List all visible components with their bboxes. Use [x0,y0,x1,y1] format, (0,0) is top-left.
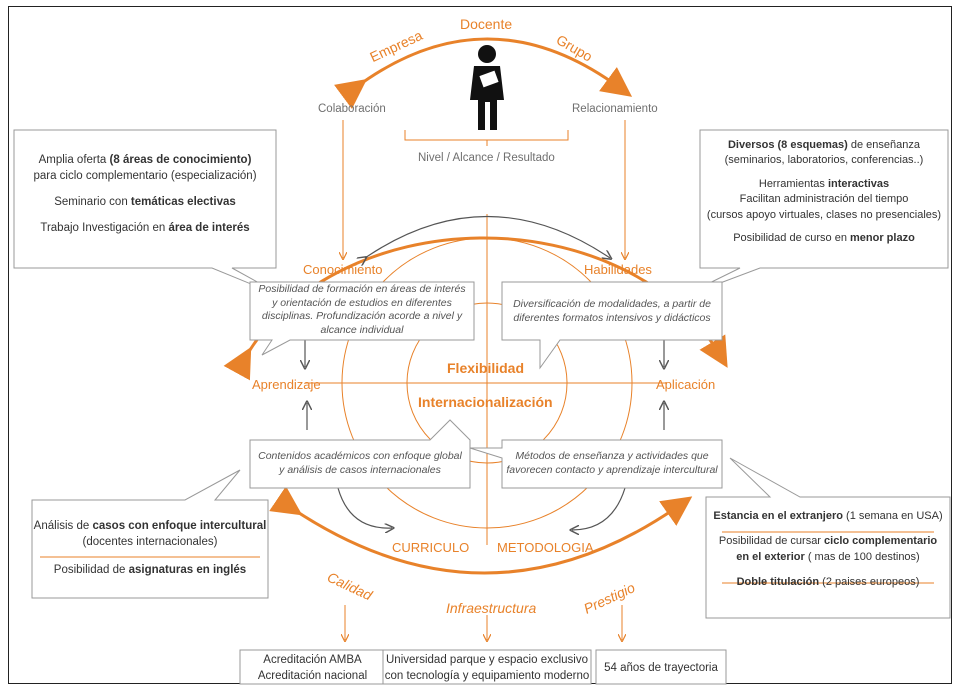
curriculo-label: CURRICULO [392,540,470,555]
flexibilidad-label: Flexibilidad [447,360,525,376]
prestigio-box-text: 54 años de trayectoria [604,662,718,674]
metodologia-label: METODOLOGIA [497,540,594,555]
inner-callout-bl [249,419,471,489]
relacionamiento-label: Relacionamiento [572,103,658,115]
infraestructura-box [382,649,592,685]
docente-label: Docente [460,16,513,32]
callout-bottom-left [31,469,269,599]
inner-callout-tr-text: Diversificación de modalidades, a partir… [513,298,711,325]
callout-top-right-text: Diversos (8 esquemas) de enseñanza (semi… [706,139,942,244]
inner-callout-tr [501,281,723,370]
docente-arc [334,37,633,109]
callout-top-left-text: Amplia oferta (8 áreas de conocimiento) … [33,154,257,235]
bottom-arc [269,486,693,575]
inner-callout-tl-text: Posibilidad de formación en áreas de int… [258,283,466,336]
colaboracion-label: Colaboración [318,103,386,115]
inner-callout-tl [249,281,475,356]
infraestructura-box-text: Universidad parque y espacio exclusivo c… [384,654,590,683]
internacionalizacion-label: Internacionalización [418,394,553,410]
aprendizaje-label: Aprendizaje [252,377,321,392]
nivel-bracket [404,130,569,141]
inner-callout-bl-text: Contenidos académicos con enfoque global… [258,450,462,477]
callout-bottom-right-text: Estancia en el extranjero (1 semana en U… [713,510,943,589]
calidad-box-text: Acreditación AMBA Acreditación nacional [257,654,368,683]
curriculo-arrow [337,487,392,528]
metodologia-arrow [572,487,626,530]
teacher-icon [470,45,504,130]
prestigio-box [595,649,727,685]
inner-callout-br [469,439,723,489]
aplicacion-label: Aplicación [656,377,716,392]
infraestructura-label: Infraestructura [446,600,537,616]
conocimiento-label: Conocimiento [303,262,383,277]
callout-bottom-left-text: Análisis de casos con enfoque intercultu… [33,520,267,577]
calidad-box [239,649,386,685]
inner-callout-br-text: Métodos de enseñanza y actividades que f… [506,450,718,477]
conocimiento-habilidades-arrow [365,216,610,259]
callout-bottom-right [705,457,951,619]
nivel-label: Nivel / Alcance / Resultado [418,152,555,164]
habilidades-label: Habilidades [584,262,652,277]
